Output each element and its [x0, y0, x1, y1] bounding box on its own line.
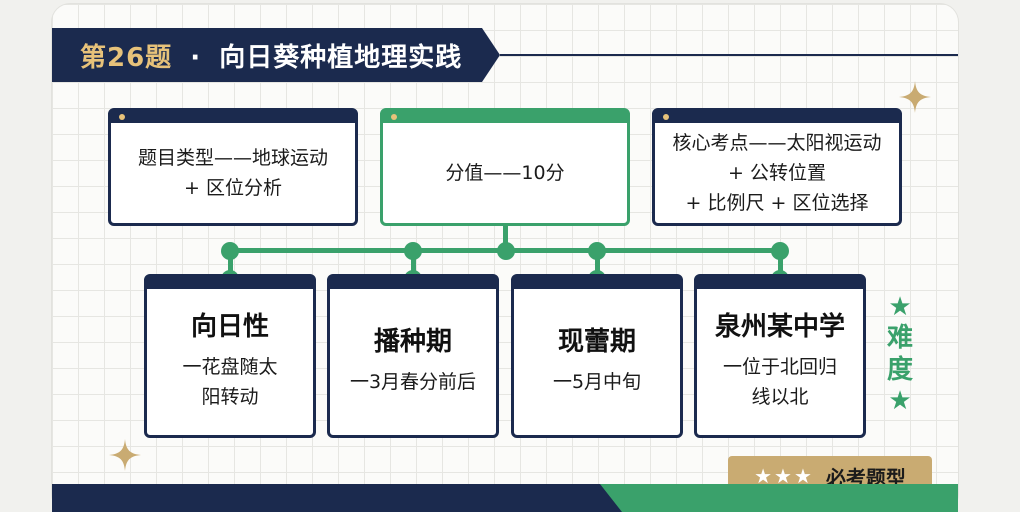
connector-drop: [595, 256, 600, 278]
title-separator: ·: [190, 42, 202, 73]
connector-drop: [228, 256, 233, 278]
connector-trunk: [503, 224, 508, 252]
difficulty-char-1: 难: [886, 323, 913, 353]
phototropism-heading: 向日性: [190, 312, 269, 342]
phototropism-desc-2: 阳转动: [201, 386, 259, 408]
sparkle-icon: [899, 81, 931, 113]
connector-node: [588, 242, 606, 260]
budding-period-heading: 现蕾期: [557, 327, 636, 357]
box-header: [697, 277, 863, 289]
school-location-box: 泉州某中学 一位于北回归 线以北: [694, 274, 866, 438]
title-rule: [500, 54, 958, 56]
sparkle-icon: [109, 439, 141, 471]
key-points-box: 核心考点——太阳视运动 + 公转位置 + 比例尺 + 区位选择: [652, 108, 902, 226]
connector-node: [221, 242, 239, 260]
key-points-line-1: 核心考点——太阳视运动: [672, 132, 882, 154]
difficulty-indicator: ★ 难 度 ★: [882, 292, 918, 416]
sowing-period-desc: 一3月春分前后: [349, 371, 477, 393]
footer-stripe-green: [600, 484, 958, 512]
budding-period-desc: 一5月中旬: [552, 371, 642, 393]
sowing-period-heading: 播种期: [373, 327, 452, 357]
box-header: [111, 111, 355, 123]
connector-node: [497, 242, 515, 260]
question-number: 第26题: [80, 42, 173, 73]
key-points-line-3: + 比例尺 + 区位选择: [685, 192, 869, 214]
box-header: [655, 111, 899, 123]
box-header: [383, 111, 627, 123]
connector-drop: [778, 256, 783, 278]
box-header: [147, 277, 313, 289]
score-line: 分值——10分: [445, 162, 565, 184]
connector-drop: [411, 256, 416, 278]
question-type-line-1: 题目类型——地球运动: [137, 147, 328, 169]
box-header: [514, 277, 680, 289]
connector-node: [404, 242, 422, 260]
star-icon: ★: [888, 386, 912, 416]
phototropism-box: 向日性 一花盘随太 阳转动: [144, 274, 316, 438]
page-title: 第26题 · 向日葵种植地理实践: [52, 37, 462, 74]
connector-node: [771, 242, 789, 260]
star-icon: ★: [888, 292, 912, 322]
score-box: 分值——10分: [380, 108, 630, 226]
key-points-line-2: + 公转位置: [728, 162, 826, 184]
question-type-line-2: + 区位分析: [184, 177, 282, 199]
footer-stripe-navy: [52, 484, 652, 512]
question-type-box: 题目类型——地球运动 + 区位分析: [108, 108, 358, 226]
title-banner: 第26题 · 向日葵种植地理实践: [52, 28, 500, 82]
school-location-desc-2: 线以北: [751, 386, 809, 408]
sowing-period-box: 播种期 一3月春分前后: [327, 274, 499, 438]
difficulty-char-2: 度: [886, 355, 913, 385]
school-location-desc-1: 一位于北回归: [722, 356, 837, 378]
box-header: [330, 277, 496, 289]
title-main: 向日葵种植地理实践: [219, 42, 463, 73]
phototropism-desc-1: 一花盘随太: [182, 356, 278, 378]
school-location-heading: 泉州某中学: [714, 312, 845, 342]
budding-period-box: 现蕾期 一5月中旬: [511, 274, 683, 438]
